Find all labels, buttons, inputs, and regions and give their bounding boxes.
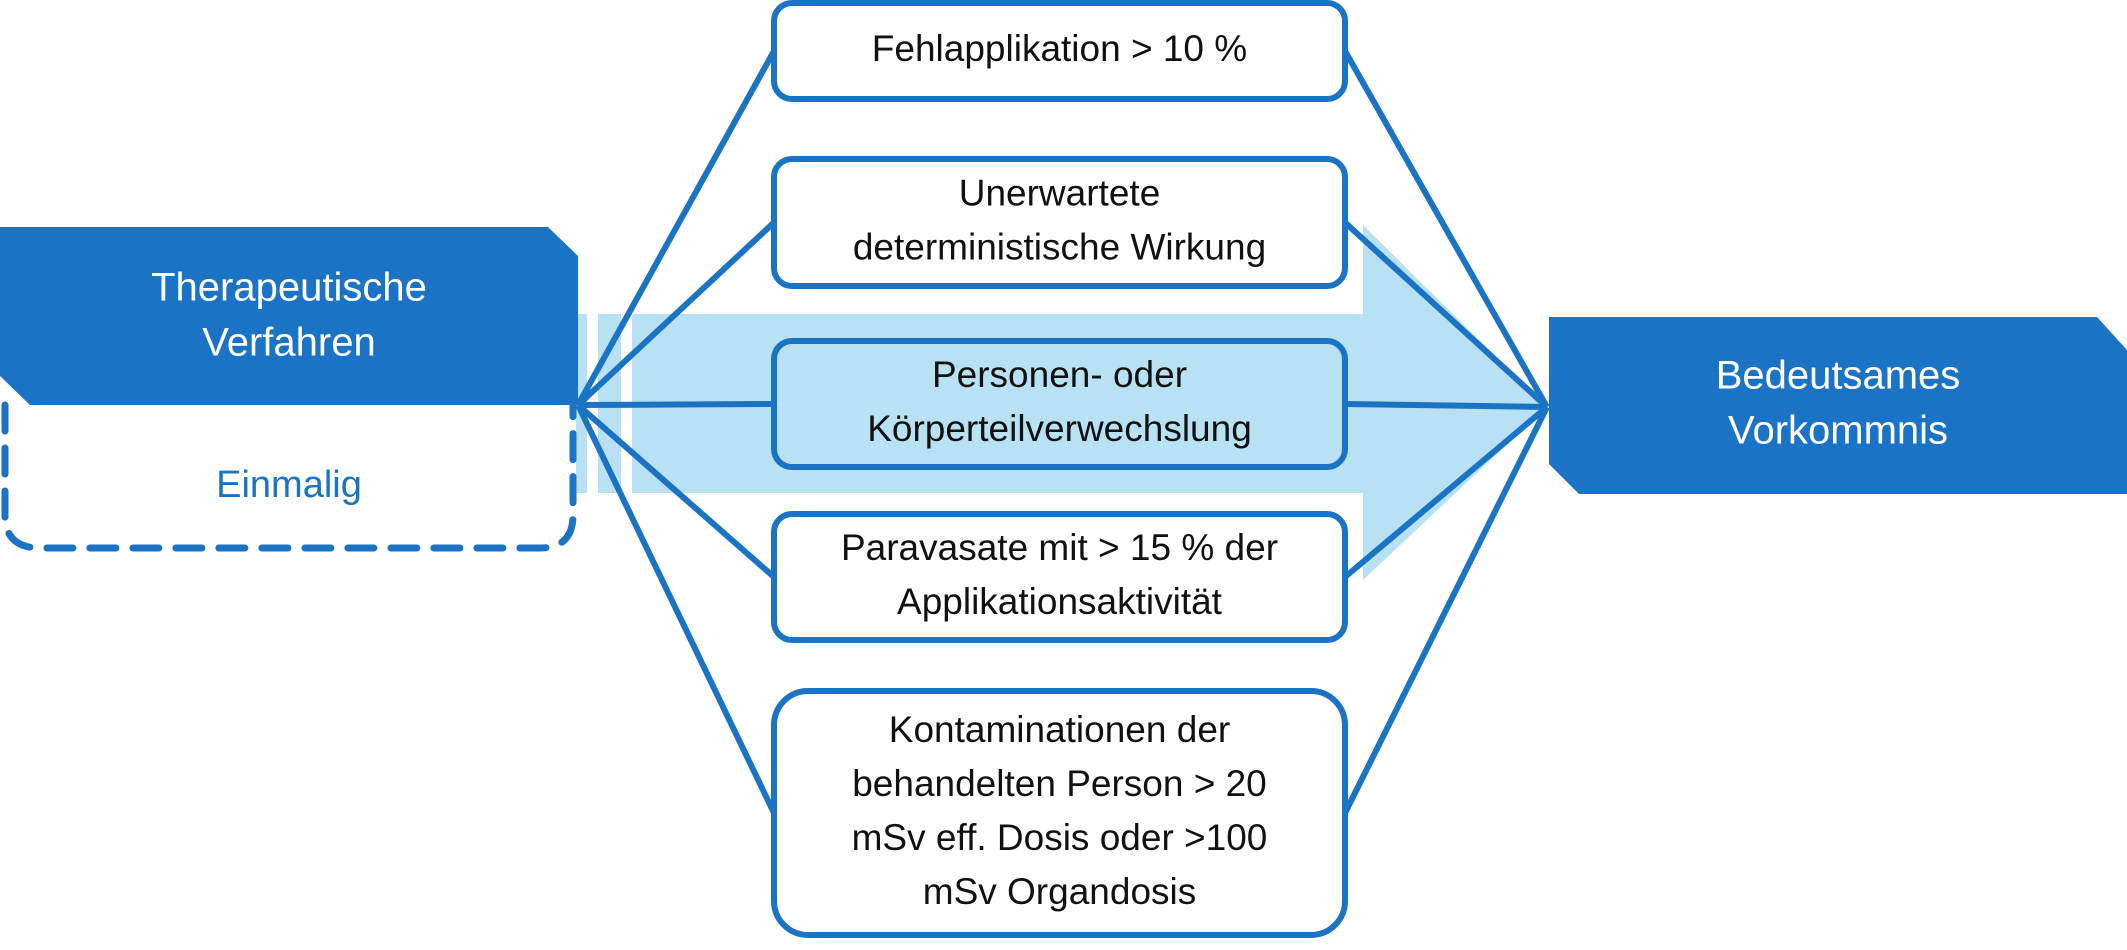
criterion-box-frame <box>771 338 1348 470</box>
criterion-text-line: mSv eff. Dosis oder >100 <box>852 817 1268 858</box>
connector-source-to-criterion-5 <box>575 403 777 815</box>
criterion-box-frame <box>771 688 1348 938</box>
source-box-line-2: Verfahren <box>202 321 375 365</box>
criterion-box: Paravasate mit > 15 % derApplikationsakt… <box>771 511 1348 643</box>
connector-source-to-criterion-4 <box>576 402 776 580</box>
connector-criterion-2-to-target <box>1342 220 1550 410</box>
connector-lines <box>575 49 1550 815</box>
target-box: Bedeutsames Vorkommnis <box>1549 317 2127 494</box>
criteria-list: Fehlapplikation > 10 % Unerwartete determi… <box>771 0 1348 938</box>
criterion-text-line: Körperteilverwechslung <box>867 408 1252 449</box>
criterion-text-line: mSv Organdosis <box>923 871 1197 912</box>
frequency-box-dashed-border <box>1 401 577 552</box>
criterion-box-frame <box>771 511 1348 643</box>
source-box: Therapeutische Verfahren <box>0 227 578 405</box>
source-box-shape <box>0 227 578 405</box>
criterion-box: Unerwartete deterministische Wirkung <box>771 156 1348 289</box>
target-box-line-2: Vorkommnis <box>1728 409 1948 453</box>
connector-source-to-criterion-2 <box>575 220 777 408</box>
criterion-text-line: behandelten Person > 20 <box>852 763 1267 804</box>
connector-source-to-criterion-3 <box>577 401 775 408</box>
criterion-text-line: Paravasate mit > 15 % der <box>841 527 1278 568</box>
criterion-box-frame <box>771 156 1348 289</box>
connector-source-to-criterion-1 <box>575 49 777 407</box>
criterion-text-line: Unerwartete <box>959 172 1161 213</box>
criterion-text-line: Personen- oder <box>932 354 1187 395</box>
frequency-box: Einmalig <box>1 401 577 552</box>
connector-criterion-3-to-target <box>1344 401 1548 410</box>
connector-criterion-1-to-target <box>1342 49 1550 409</box>
frequency-label: Einmalig <box>216 464 362 506</box>
source-box-line-1: Therapeutische <box>151 266 427 310</box>
target-box-line-1: Bedeutsames <box>1716 354 1961 398</box>
criterion-text-line: Fehlapplikation > 10 % <box>872 28 1247 69</box>
criterion-box: Fehlapplikation > 10 % <box>771 0 1348 102</box>
criterion-box-frame <box>771 0 1348 102</box>
criterion-text-line: Kontaminationen der <box>889 709 1230 750</box>
target-box-shape <box>1549 317 2127 494</box>
criterion-text-line: deterministische Wirkung <box>853 226 1266 267</box>
criterion-text-line: Applikationsaktivität <box>897 581 1223 622</box>
connector-criterion-4-to-target <box>1343 404 1549 580</box>
connector-criterion-5-to-target <box>1342 405 1550 815</box>
criterion-box: Kontaminationen der behandelten Person > … <box>771 688 1348 938</box>
